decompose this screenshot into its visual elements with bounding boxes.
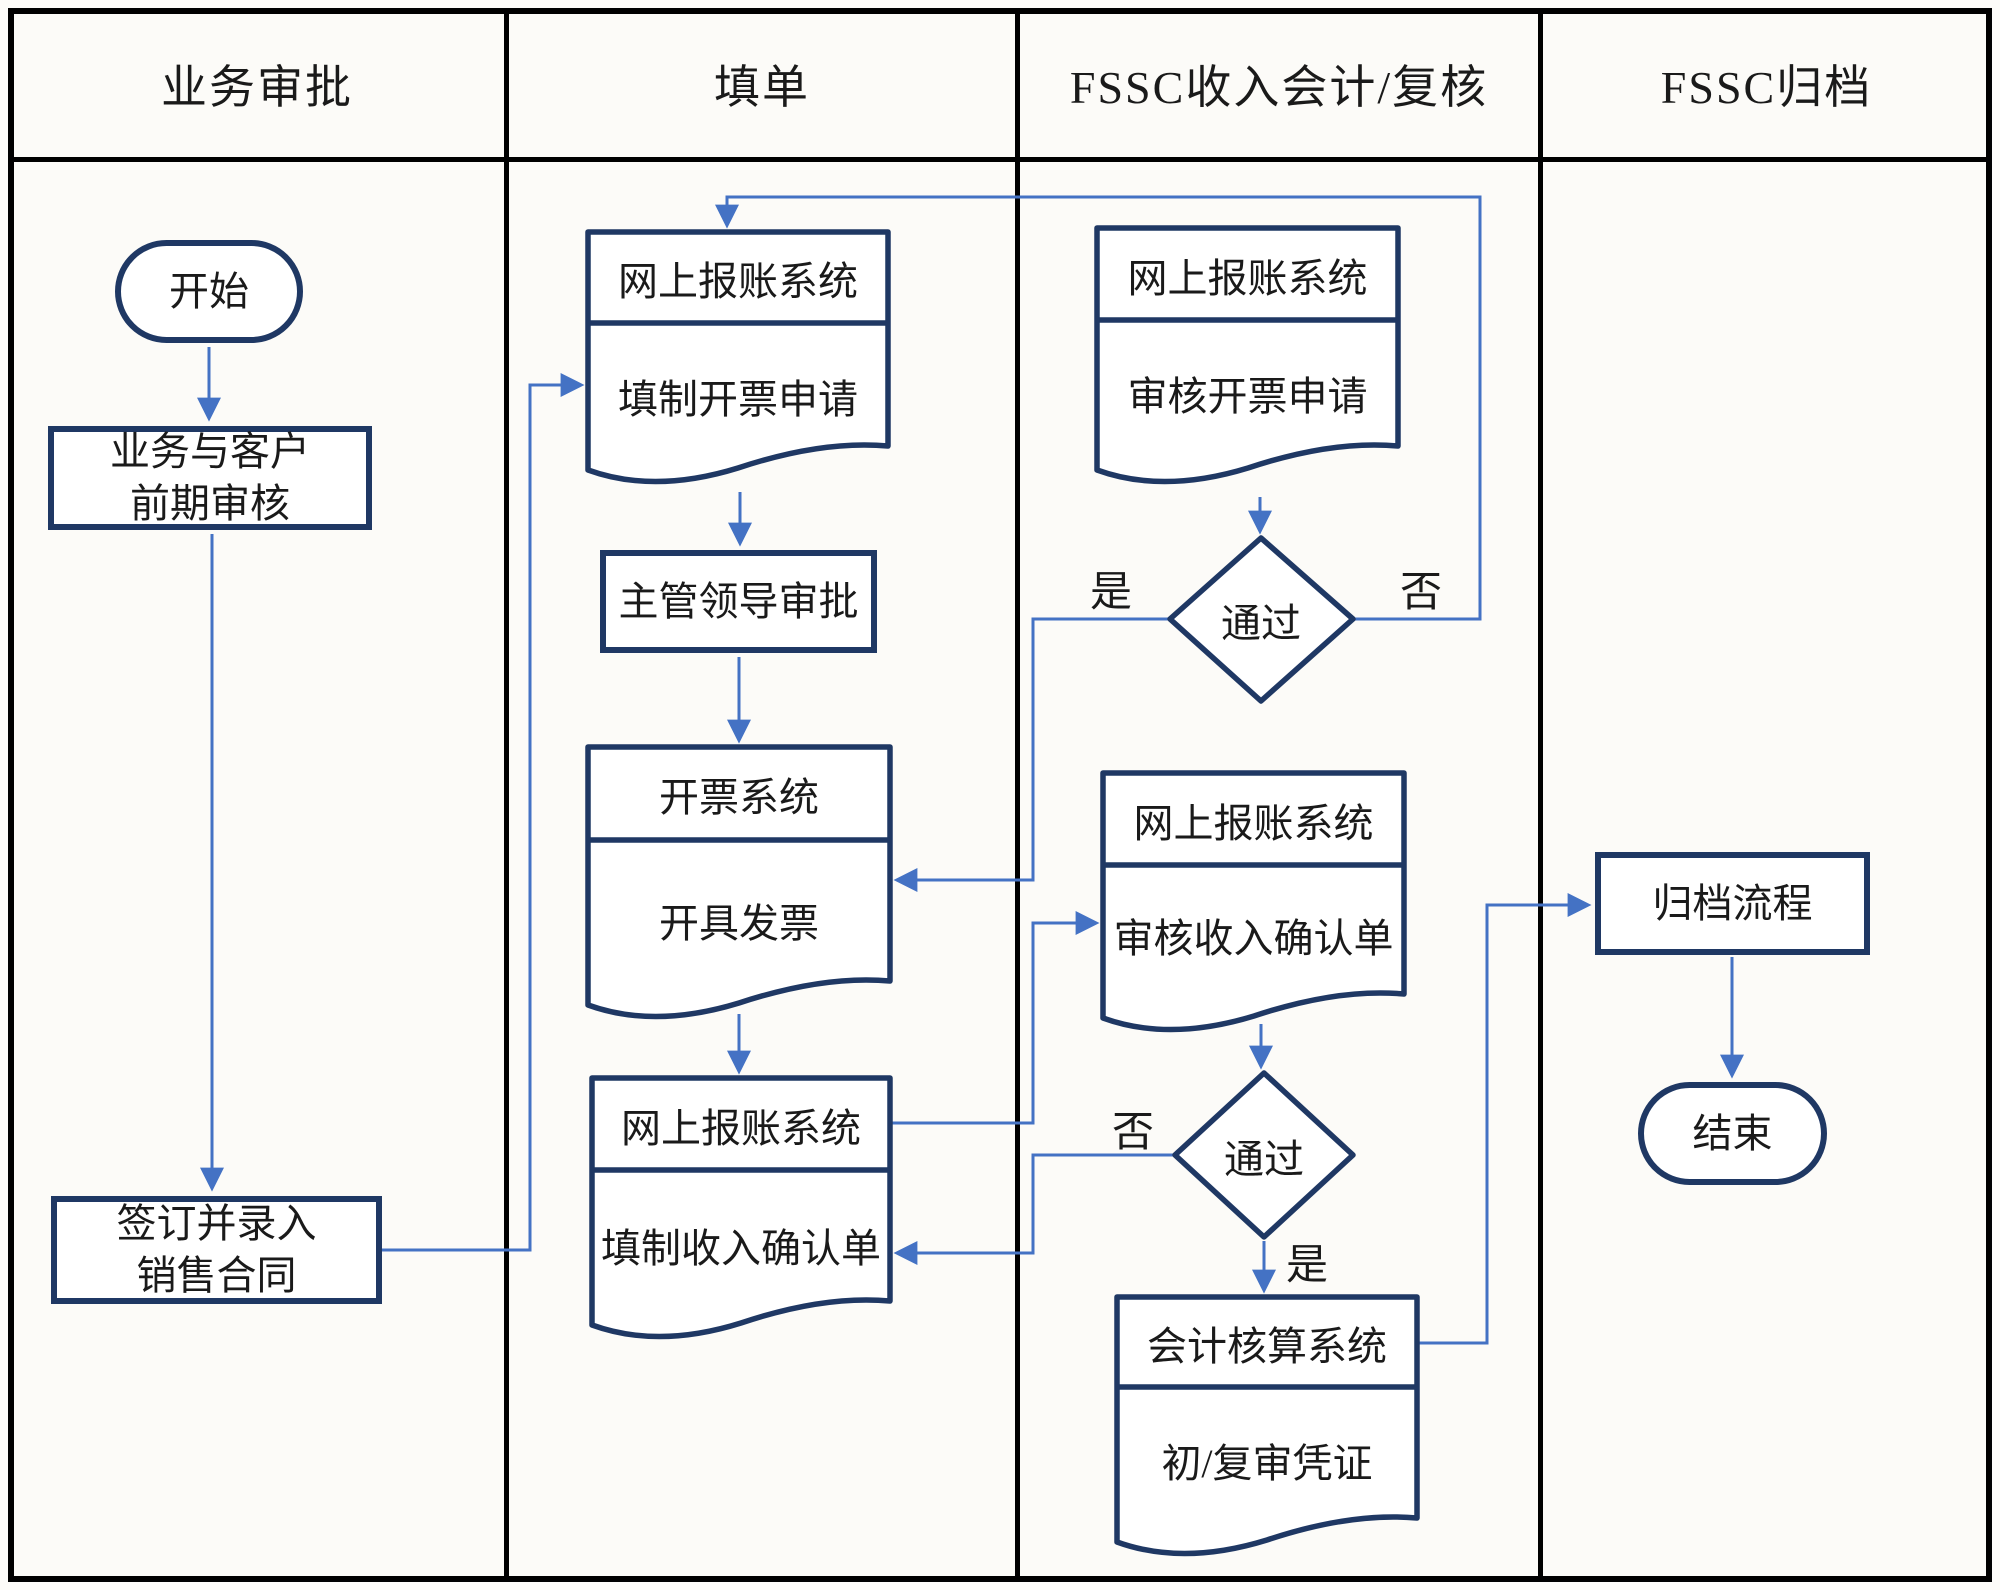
edge-invoice-decision-no-to-fill-invoice-request (715, 195, 1482, 621)
process-node-leader-approval: 主管领导审批 (600, 550, 877, 653)
lane-title-fssc-archiving: FSSC归档 (1660, 61, 1873, 113)
process-node-pre-review: 业务与客户 前期审核 (48, 426, 372, 530)
document-system-label: 网上报账系统 (618, 259, 858, 304)
document-shape-fill-invoice-request (585, 229, 891, 485)
edge-sign-contract-to-fill-invoice-request (382, 373, 585, 1252)
decision-label-invoice-approval: 通过 (1221, 601, 1301, 646)
start-node: 开始 (115, 240, 303, 343)
lane-title-fssc-revenue-accounting: FSSC收入会计/复核 (1069, 61, 1489, 113)
edge-label-invoice-decision-yes: 是 (1089, 569, 1132, 616)
decision-shape-invoice-approval (1167, 535, 1356, 704)
document-action-label: 填制收入确认单 (601, 1226, 881, 1271)
process-node-archive-process: 归档流程 (1595, 852, 1870, 955)
document-shape-fill-income-confirmation (589, 1075, 893, 1340)
document-shape-issue-invoice (585, 744, 893, 1020)
lane-divider-1 (504, 8, 509, 1582)
document-action-label: 审核收入确认单 (1113, 916, 1394, 961)
document-system-label: 网上报账系统 (1127, 255, 1368, 301)
lane-title-business-approval: 业务审批 (161, 61, 353, 113)
process-node-sign-contract: 签订并录入 销售合同 (51, 1196, 382, 1304)
document-system-label: 网上报账系统 (1133, 800, 1374, 846)
document-system-label: 开票系统 (659, 775, 819, 820)
document-system-label: 网上报账系统 (621, 1105, 861, 1151)
decision-shape-income-approval (1172, 1070, 1356, 1240)
edge-fill-income-confirmation-to-review-income-confirmation (890, 911, 1100, 1125)
end-node: 结束 (1638, 1082, 1827, 1185)
document-shape-voucher-audit (1114, 1294, 1420, 1557)
document-action-label: 开具发票 (659, 901, 819, 946)
lane-divider-3 (1538, 8, 1543, 1582)
document-action-label: 初/复审凭证 (1161, 1440, 1373, 1486)
diagram-outer-border (8, 8, 1992, 1582)
edge-label-income-decision-yes: 是 (1285, 1242, 1328, 1289)
edge-voucher-audit-to-archive-process (1417, 893, 1592, 1345)
decision-label-income-approval: 通过 (1224, 1137, 1304, 1182)
edge-income-decision-no-to-fill-income-confirmation (893, 1153, 1175, 1265)
document-action-label: 审核开票申请 (1127, 374, 1368, 419)
document-shape-review-income-confirmation (1100, 770, 1407, 1033)
lane-title-form-filling: 填单 (714, 61, 810, 113)
lane-header-divider (8, 157, 1992, 162)
edge-label-invoice-decision-no: 否 (1399, 569, 1442, 616)
document-system-label: 会计核算系统 (1147, 1323, 1387, 1369)
document-shape-review-invoice-request (1094, 225, 1401, 485)
lane-divider-2 (1015, 8, 1020, 1582)
edge-label-income-decision-no: 否 (1111, 1109, 1154, 1156)
edge-invoice-decision-yes-to-issue-invoice (893, 617, 1170, 892)
document-action-label: 填制开票申请 (618, 376, 858, 422)
